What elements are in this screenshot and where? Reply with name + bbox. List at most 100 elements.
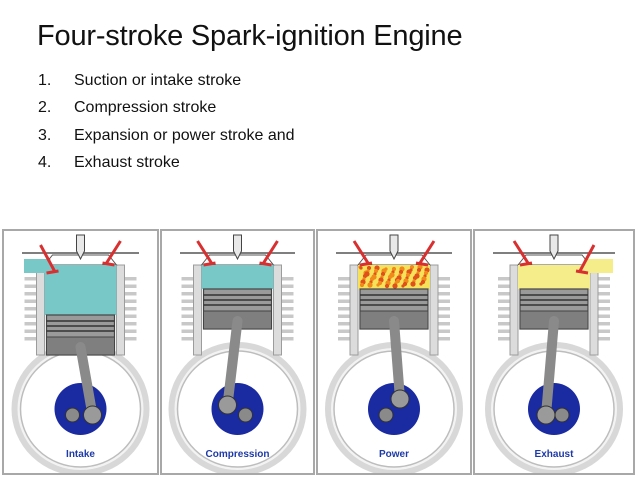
fin-right bbox=[279, 337, 294, 341]
cylinder-wall-left bbox=[509, 264, 519, 356]
fin-right bbox=[279, 314, 294, 318]
flame-dot bbox=[410, 281, 416, 287]
intake-port-gas bbox=[24, 259, 51, 273]
engine-illustration: Power bbox=[325, 234, 463, 473]
flame-dot bbox=[359, 282, 365, 288]
crank-pin bbox=[83, 405, 102, 425]
fin-right bbox=[596, 299, 610, 303]
fin-right bbox=[279, 322, 294, 326]
fin-right bbox=[279, 277, 294, 281]
list-number: 2. bbox=[38, 99, 52, 117]
exhaust-valve bbox=[262, 240, 279, 264]
list-text: Suction or intake stroke bbox=[74, 71, 242, 89]
intake-valve bbox=[196, 240, 213, 264]
engine-illustration: Exhaust bbox=[485, 234, 623, 473]
intake-valve bbox=[39, 244, 56, 272]
list-text: Exhaust stroke bbox=[74, 154, 180, 172]
fin-left bbox=[24, 284, 39, 288]
flame-dot bbox=[420, 279, 426, 285]
connecting-rod bbox=[541, 316, 559, 420]
fin-left bbox=[338, 329, 352, 333]
list-item: 1. Suction or intake stroke bbox=[38, 67, 295, 95]
fin-right bbox=[279, 284, 294, 288]
cooling-fins bbox=[338, 277, 450, 341]
engine-illustration: Compression bbox=[168, 234, 307, 473]
list-item: 2. Compression stroke bbox=[38, 95, 295, 123]
fin-right bbox=[279, 329, 294, 333]
fin-right bbox=[279, 307, 294, 311]
connecting-rod bbox=[389, 316, 405, 404]
fin-right bbox=[436, 277, 450, 281]
flame-dot bbox=[373, 268, 379, 274]
chamber-gas bbox=[518, 265, 590, 289]
fin-left bbox=[338, 284, 352, 288]
fin-left bbox=[338, 299, 352, 303]
fin-right bbox=[122, 314, 137, 318]
fin-right bbox=[436, 307, 450, 311]
fin-right bbox=[436, 314, 450, 318]
fin-left bbox=[498, 299, 512, 303]
fin-left bbox=[24, 307, 39, 311]
list-number: 3. bbox=[38, 126, 52, 144]
list-text: Expansion or power stroke and bbox=[74, 126, 295, 144]
list-item: 3. Expansion or power stroke and bbox=[38, 122, 295, 150]
fin-right bbox=[279, 292, 294, 296]
flame-dot bbox=[423, 270, 429, 276]
flame-dot bbox=[371, 274, 377, 280]
flame-dot bbox=[364, 271, 370, 277]
exhaust-port-gas bbox=[584, 259, 613, 273]
fin-left bbox=[338, 307, 352, 311]
fin-right bbox=[596, 284, 610, 288]
fin-left bbox=[181, 292, 196, 296]
fin-left bbox=[498, 284, 512, 288]
connecting-rod bbox=[75, 342, 98, 420]
flame-dot bbox=[380, 271, 386, 277]
fin-left bbox=[24, 337, 39, 341]
fin-left bbox=[498, 292, 512, 296]
engine-diagram-strip: Intake Compression Power Exhaust bbox=[0, 229, 638, 478]
crankshaft bbox=[554, 407, 570, 423]
spark-plug bbox=[76, 234, 85, 261]
crank-disk bbox=[368, 383, 420, 435]
fin-left bbox=[498, 337, 512, 341]
exhaust-valve-head bbox=[259, 261, 272, 267]
flame-dot bbox=[359, 266, 363, 270]
cooling-fins bbox=[24, 277, 137, 341]
chamber-gas bbox=[44, 265, 117, 315]
combustion-flame bbox=[358, 264, 430, 289]
flame-dot bbox=[384, 283, 390, 289]
fin-left bbox=[24, 299, 39, 303]
list-item: 4. Exhaust stroke bbox=[38, 150, 295, 178]
flame-dot bbox=[384, 267, 388, 271]
fin-right bbox=[596, 322, 610, 326]
exhaust-valve bbox=[105, 240, 122, 264]
engine-panel-intake: Intake bbox=[2, 229, 159, 475]
fin-left bbox=[498, 277, 512, 281]
exhaust-valve bbox=[418, 240, 436, 264]
cylinder-wall-right bbox=[589, 264, 599, 356]
fin-left bbox=[498, 314, 512, 318]
fin-right bbox=[436, 329, 450, 333]
stroke-list: 1. Suction or intake stroke 2. Compressi… bbox=[38, 67, 295, 177]
flame-dot bbox=[377, 280, 383, 286]
fin-right bbox=[122, 337, 137, 341]
fin-left bbox=[338, 292, 352, 296]
cooling-fins bbox=[498, 277, 610, 341]
cooling-fins bbox=[181, 277, 294, 341]
fin-left bbox=[181, 314, 196, 318]
fin-right bbox=[122, 329, 137, 333]
slide-title: Four-stroke Spark-ignition Engine bbox=[37, 20, 463, 52]
cylinder-wall-left bbox=[36, 264, 45, 356]
crank-pin bbox=[536, 405, 556, 425]
stroke-label: Compression bbox=[206, 449, 270, 460]
fin-right bbox=[596, 307, 610, 311]
exhaust-valve-head bbox=[415, 261, 429, 267]
connecting-rod bbox=[222, 316, 243, 410]
fin-right bbox=[122, 292, 137, 296]
fin-left bbox=[338, 277, 352, 281]
flame-dot bbox=[389, 272, 395, 278]
intake-valve bbox=[352, 240, 370, 264]
engine-panel-compression: Compression bbox=[160, 229, 315, 475]
fin-left bbox=[181, 284, 196, 288]
fin-right bbox=[279, 299, 294, 303]
